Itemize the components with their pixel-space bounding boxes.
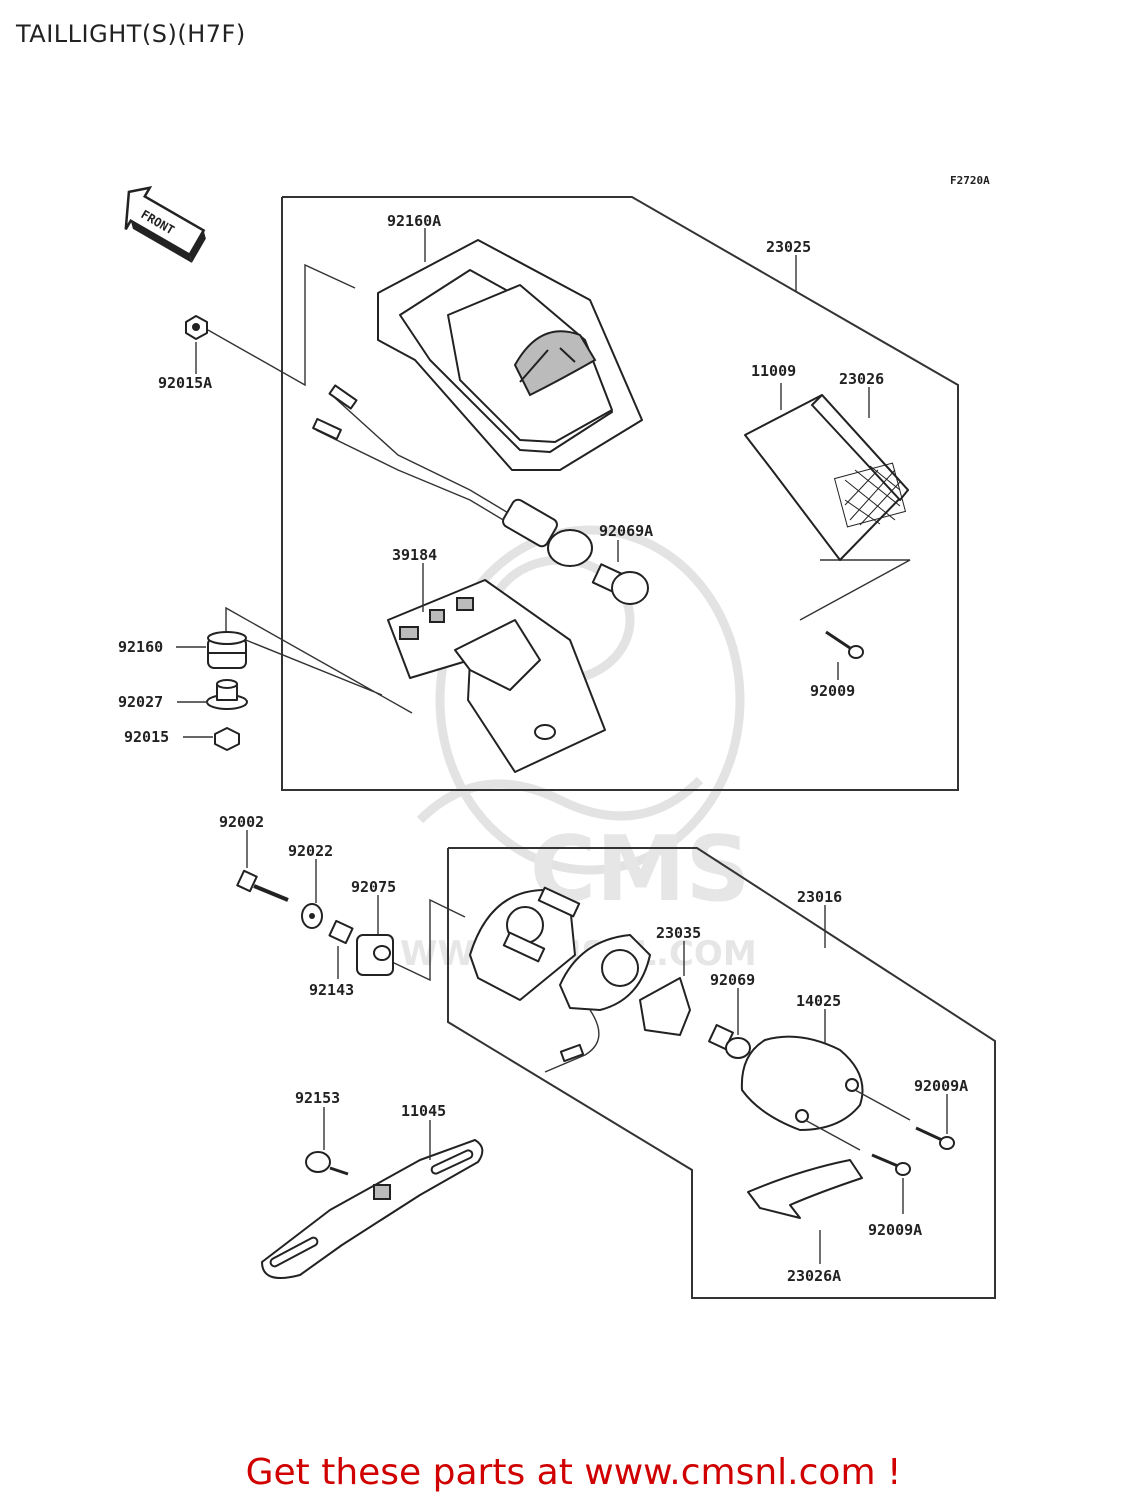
label-92143[interactable]: 92143 — [309, 981, 354, 999]
washer-92153[interactable] — [305, 1151, 349, 1176]
part-labels: 92160A 23025 92015A 11009 23026 92069A 3… — [118, 212, 968, 1285]
label-23016[interactable]: 23016 — [797, 888, 842, 906]
label-92153[interactable]: 92153 — [295, 1089, 340, 1107]
assembly-frame-23016 — [447, 847, 996, 1299]
assembly-frame-23025 — [281, 196, 959, 791]
collar-92143[interactable] — [328, 919, 354, 945]
figure-code: F2720A — [950, 174, 990, 187]
label-92075[interactable]: 92075 — [351, 878, 396, 896]
label-92009A-upper[interactable]: 92009A — [914, 1077, 968, 1095]
label-92009A-lower[interactable]: 92009A — [868, 1221, 922, 1239]
bolt-92002[interactable] — [236, 869, 289, 902]
bulb-92069A[interactable] — [591, 563, 649, 605]
plate-bracket-11045[interactable] — [261, 1139, 484, 1279]
label-92015A[interactable]: 92015A — [158, 374, 212, 392]
front-arrow-icon: FRONT — [124, 185, 206, 263]
label-92160A[interactable]: 92160A — [387, 212, 441, 230]
socket-assembly[interactable] — [544, 934, 651, 1073]
bulb-92069[interactable] — [708, 1024, 751, 1059]
label-23035[interactable]: 23035 — [656, 924, 701, 942]
collar-92027[interactable] — [206, 679, 248, 710]
tail-lamp-housing[interactable] — [377, 239, 643, 471]
screw-92009[interactable] — [825, 630, 864, 659]
footer-promo-link[interactable]: Get these parts at www.cmsnl.com ! — [245, 1452, 902, 1493]
label-92160[interactable]: 92160 — [118, 638, 163, 656]
label-92069A[interactable]: 92069A — [599, 522, 653, 540]
label-92069[interactable]: 92069 — [710, 971, 755, 989]
lens-14025[interactable] — [740, 1035, 911, 1151]
socket-23035[interactable] — [639, 977, 691, 1036]
label-92009[interactable]: 92009 — [810, 682, 855, 700]
housing-23016[interactable] — [469, 886, 581, 1001]
label-11045[interactable]: 11045 — [401, 1102, 446, 1120]
label-92002[interactable]: 92002 — [219, 813, 264, 831]
label-92015[interactable]: 92015 — [124, 728, 169, 746]
label-11009[interactable]: 11009 — [751, 362, 796, 380]
bracket-39184[interactable] — [387, 579, 606, 773]
parts-diagram: CMS WWW.CMSNL.COM F2720A FRONT — [118, 174, 996, 1299]
screw-92009A-upper[interactable] — [915, 1126, 955, 1150]
label-23026[interactable]: 23026 — [839, 370, 884, 388]
lens-23026[interactable] — [744, 394, 909, 561]
wiring-harness[interactable] — [312, 384, 593, 567]
guard-23026A[interactable] — [747, 1159, 863, 1219]
washer-92022[interactable] — [301, 903, 323, 929]
screw-92009A-lower[interactable] — [871, 1153, 911, 1176]
label-39184[interactable]: 39184 — [392, 546, 437, 564]
label-92022[interactable]: 92022 — [288, 842, 333, 860]
page-title: TAILLIGHT(S)(H7F) — [16, 20, 246, 48]
label-23025[interactable]: 23025 — [766, 238, 811, 256]
label-92027[interactable]: 92027 — [118, 693, 163, 711]
grommet-92075[interactable] — [356, 934, 394, 976]
label-23026A[interactable]: 23026A — [787, 1267, 841, 1285]
nut-92015A[interactable] — [185, 315, 208, 340]
nut-92015[interactable] — [214, 727, 240, 751]
grommet-92160[interactable] — [207, 631, 247, 669]
leader-lines — [176, 228, 948, 1264]
label-14025[interactable]: 14025 — [796, 992, 841, 1010]
